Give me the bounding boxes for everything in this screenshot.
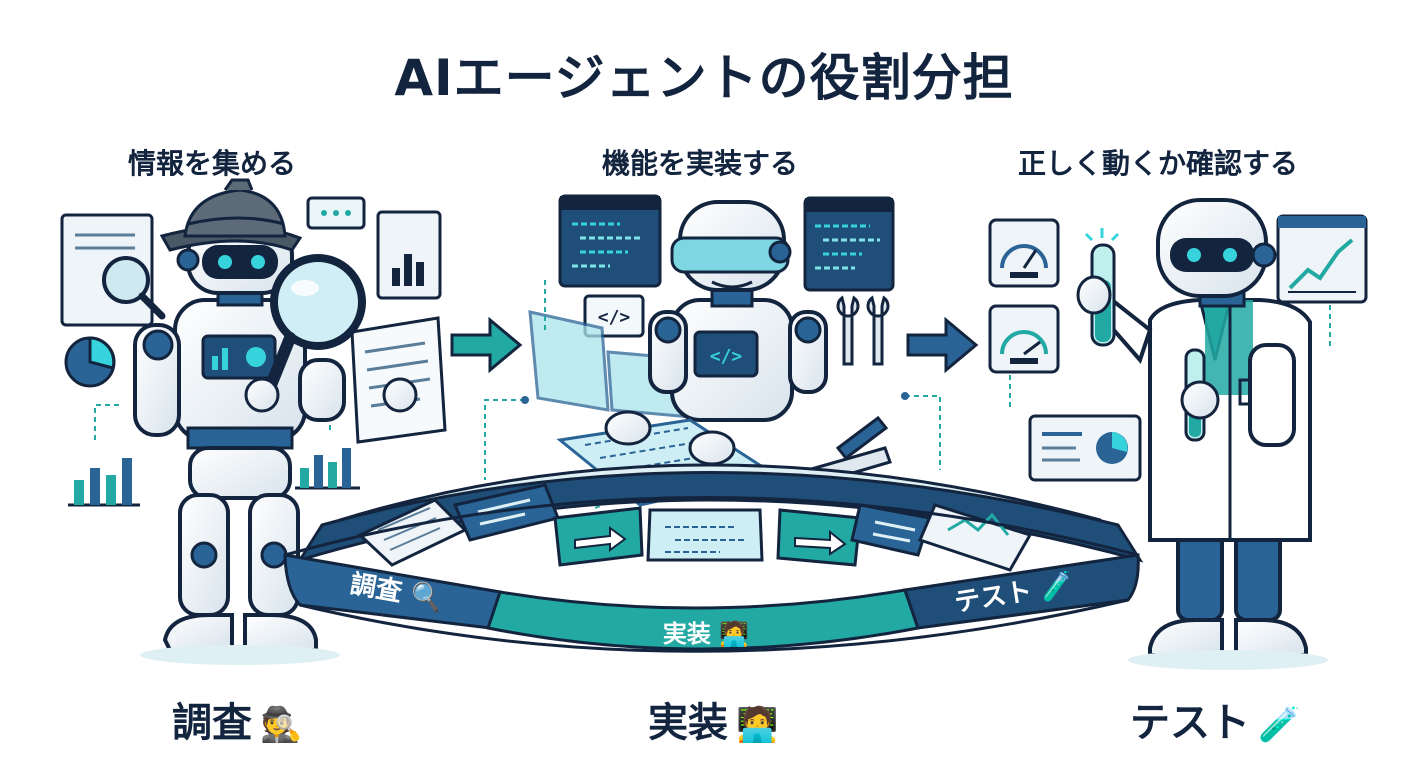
implementation-robot: </> </> [484, 194, 941, 509]
chest-code-tag: </> [710, 346, 743, 367]
chart-document-icon [376, 210, 442, 300]
label-implement: 実装🧑‍💻 [648, 690, 778, 748]
arrow-right-icon [794, 529, 847, 556]
stage-test [902, 553, 1140, 630]
bar-chart-icon [68, 458, 140, 507]
gauge-icon [988, 304, 1060, 374]
label-research: 調査🕵️ [172, 690, 302, 748]
line-chart-window-icon [1276, 214, 1368, 304]
detective-icon: 🕵️ [260, 705, 303, 745]
heading-test: 正しく動くか確認する [1018, 147, 1299, 180]
arrow-right-icon [450, 316, 523, 374]
stage-label-implement: 実装 🧑‍💻 [663, 619, 749, 648]
arrow-right-icon [574, 526, 627, 552]
code-window-icon [558, 194, 662, 288]
chat-bubble-icon [306, 196, 366, 230]
wrench-icon [836, 295, 890, 366]
research-robot [60, 178, 447, 652]
label-research-text: 調査 [172, 700, 252, 746]
label-test: テスト🧪 [1130, 690, 1300, 748]
document-magnifier-icon [60, 213, 166, 327]
pie-chart-icon [64, 336, 116, 388]
stage-research [283, 553, 502, 630]
workflow-band: 調査 🔍 実装 🧑‍💻 テスト 🧪 [283, 463, 1144, 653]
test-robot [988, 198, 1368, 657]
magnifying-glass-icon [244, 254, 418, 413]
code-tag-text: </> [598, 307, 631, 328]
detective-hat-icon [159, 178, 303, 252]
heading-implement: 機能を実装する [602, 147, 799, 180]
test-tube-emoji-icon: 🧪 [1258, 705, 1301, 745]
bar-chart-icon [295, 448, 360, 490]
arrow-right-icon [906, 316, 979, 374]
dashboard-card-icon [1028, 414, 1142, 482]
label-test-text: テスト [1130, 700, 1250, 746]
code-window-icon [803, 196, 895, 292]
heading-research: 情報を集める [128, 147, 297, 180]
page-title: AIエージェントの役割分担 [394, 49, 1014, 107]
gauge-icon [988, 218, 1060, 288]
label-implement-text: 実装 [648, 700, 728, 746]
technologist-icon: 🧑‍💻 [736, 705, 779, 745]
